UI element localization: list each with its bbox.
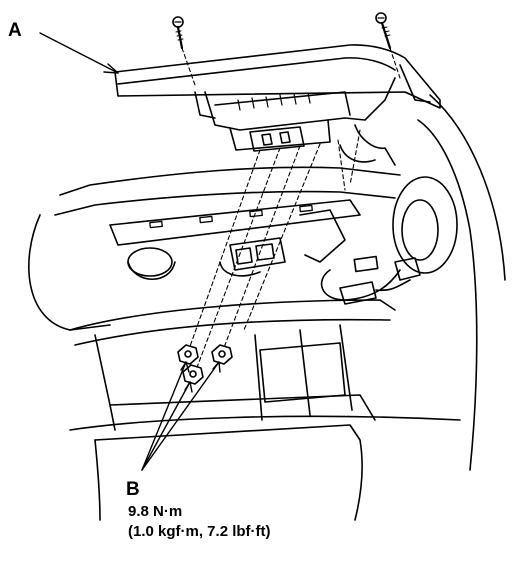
airbag-housing bbox=[204, 77, 396, 131]
leader-a bbox=[39, 32, 119, 74]
harness-connector bbox=[339, 281, 377, 305]
lower-shelf bbox=[94, 334, 376, 431]
airbag-housing-front bbox=[214, 91, 351, 116]
top-screw-left bbox=[172, 16, 184, 50]
airbag-mount-ear-right bbox=[399, 64, 431, 103]
connector-plug bbox=[394, 257, 421, 281]
passenger-airbag-module bbox=[114, 44, 441, 166]
torque-spec-nm: 9.8 N·m bbox=[128, 503, 183, 520]
airbag-lid-inner bbox=[117, 57, 396, 85]
callout-label-a: A bbox=[8, 20, 22, 41]
steering-wiring bbox=[320, 269, 401, 301]
steering-column-inner bbox=[401, 199, 439, 261]
mounting-nut-3 bbox=[211, 344, 233, 365]
bracket-slots bbox=[149, 204, 313, 229]
dash-right-edge bbox=[417, 119, 478, 471]
dash-lower-panel-2 bbox=[74, 318, 391, 346]
mounting-nut-2 bbox=[182, 364, 204, 385]
lower-cover bbox=[94, 424, 363, 521]
steering-column bbox=[320, 176, 458, 305]
airbag-inflator bbox=[229, 119, 331, 151]
airbag-housing-ribs bbox=[237, 92, 311, 111]
airbag-lid bbox=[114, 44, 441, 109]
console-frame bbox=[254, 324, 353, 421]
dash-left-curve bbox=[28, 214, 111, 331]
dash-right-inner-edge bbox=[429, 94, 506, 281]
airbag-bracket-tab bbox=[354, 124, 396, 166]
crossmember-lower bbox=[54, 190, 396, 216]
torque-spec-alt: (1.0 kgf·m, 7.2 lbf·ft) bbox=[128, 523, 271, 540]
harness-lead bbox=[375, 279, 411, 292]
mounting-nut-1 bbox=[177, 344, 199, 365]
lower-cover-left bbox=[94, 439, 101, 521]
crossmember-upper bbox=[59, 166, 401, 196]
left-duct-body bbox=[127, 261, 176, 281]
airbag-mount-ear-left bbox=[194, 91, 216, 119]
console-box bbox=[259, 342, 346, 403]
airbag-connector-block bbox=[249, 126, 305, 152]
callout-label-b: B bbox=[126, 479, 140, 500]
support-bracket bbox=[109, 199, 361, 246]
column-clip bbox=[353, 255, 379, 273]
top-screw-right bbox=[375, 12, 392, 50]
dashboard-structure bbox=[28, 94, 506, 521]
lower-shelf-front bbox=[69, 415, 461, 431]
steering-column-ring bbox=[392, 176, 458, 274]
alignment-lines bbox=[181, 47, 401, 371]
leader-b bbox=[141, 361, 221, 471]
